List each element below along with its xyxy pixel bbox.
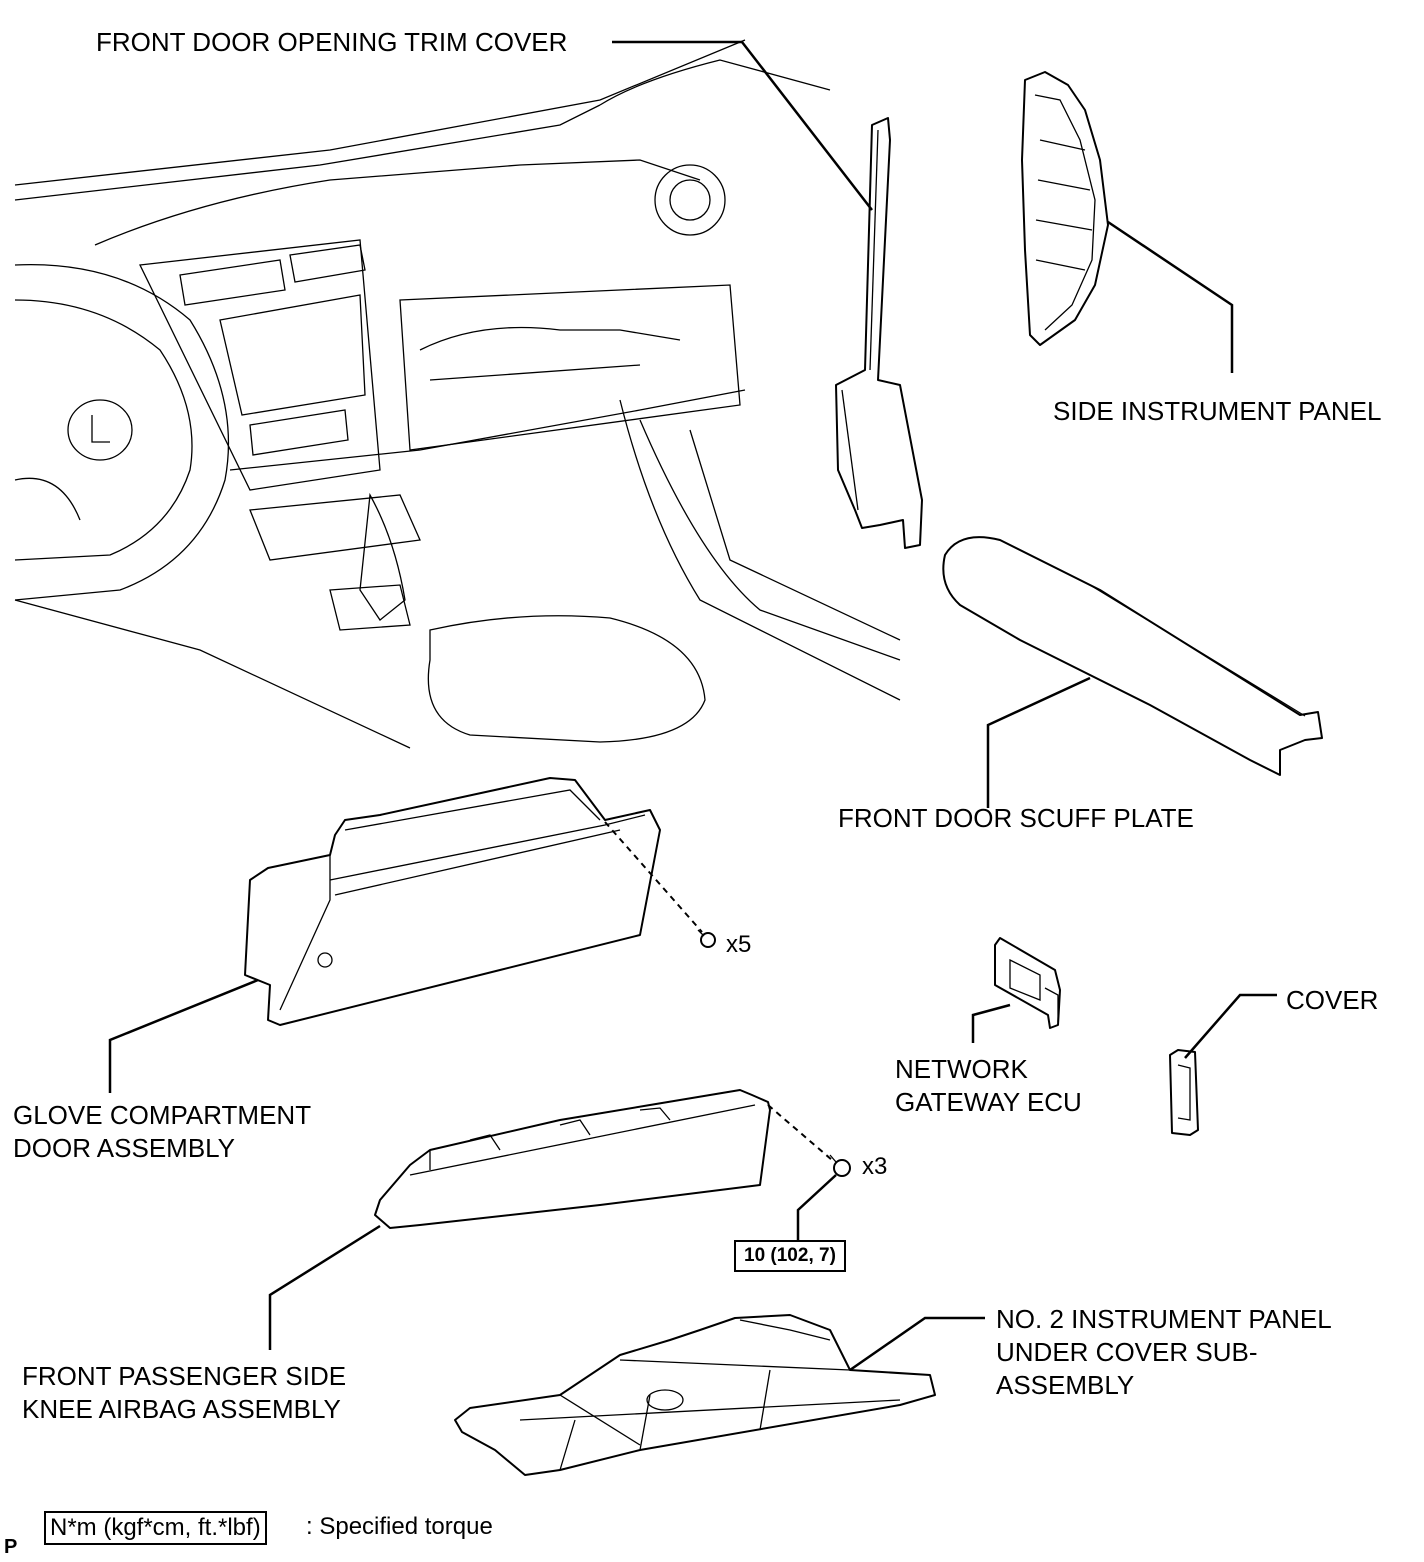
label-network-gateway-line2: GATEWAY ECU (895, 1087, 1082, 1117)
label-glove-compartment-line1: GLOVE COMPARTMENT (13, 1100, 312, 1130)
corner-mark: P (4, 1536, 18, 1558)
label-under-cover-line2: UNDER COVER SUB- (996, 1337, 1258, 1367)
legend-unit-box: N*m (kgf*cm, ft.*lbf) (44, 1511, 267, 1545)
label-under-cover-line1: NO. 2 INSTRUMENT PANEL (996, 1304, 1332, 1334)
label-front-door-scuff-plate: FRONT DOOR SCUFF PLATE (838, 803, 1194, 833)
airbag-bolt-quantity: x3 (862, 1153, 888, 1180)
leader-lines (108, 40, 1277, 1372)
knee-airbag-assembly-part (374, 1089, 771, 1229)
label-front-door-opening-trim-cover: FRONT DOOR OPENING TRIM COVER (96, 27, 568, 57)
legend-description: : Specified torque (306, 1513, 493, 1540)
airbag-bolt-icon (829, 1154, 851, 1177)
dashboard-illustration (14, 39, 901, 749)
under-cover-sub-assembly-part (454, 1314, 936, 1476)
glove-screw-icon (697, 929, 716, 948)
label-knee-airbag-line2: KNEE AIRBAG ASSEMBLY (22, 1394, 341, 1424)
side-instrument-panel-part (1021, 71, 1109, 346)
glove-compartment-door-part (244, 777, 661, 1026)
label-network-gateway-line1: NETWORK (895, 1054, 1028, 1084)
label-cover: COVER (1286, 985, 1379, 1015)
label-glove-compartment-line2: DOOR ASSEMBLY (13, 1133, 236, 1163)
front-door-opening-trim-cover-part (835, 117, 923, 549)
network-gateway-ecu-part (994, 937, 1061, 1029)
label-knee-airbag-line1: FRONT PASSENGER SIDE (22, 1361, 347, 1391)
cover-part (1169, 1049, 1199, 1136)
front-door-scuff-plate-part (942, 536, 1323, 776)
torque-spec-box: 10 (102, 7) (734, 1240, 846, 1272)
glove-screw-quantity: x5 (726, 931, 752, 958)
label-under-cover-line3: ASSEMBLY (996, 1370, 1135, 1400)
label-side-instrument-panel: SIDE INSTRUMENT PANEL (1053, 396, 1382, 426)
